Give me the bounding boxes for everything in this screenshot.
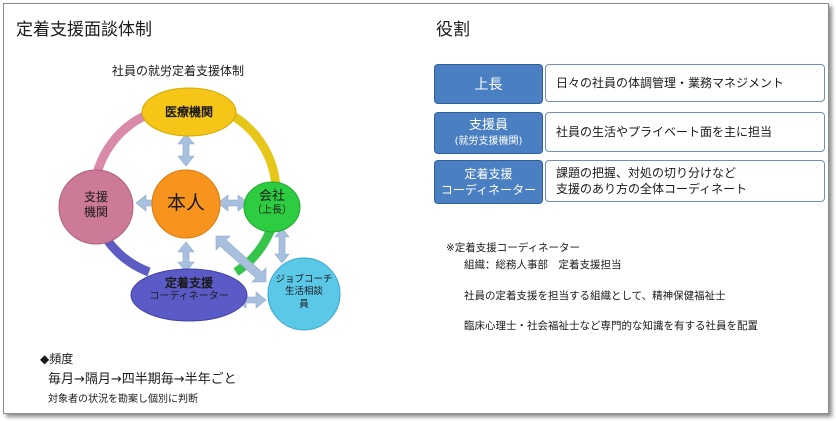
left-title: 定着支援面談体制 xyxy=(16,20,152,40)
node-company xyxy=(243,181,301,233)
diagram-caption: 社員の就労定着支援体制 xyxy=(112,64,245,78)
node-support-org xyxy=(58,169,134,245)
role-desc-coordinator-line1: 課題の把握、対処の切り分けなど xyxy=(556,165,737,180)
node-company-line1: 会社 xyxy=(258,189,285,204)
node-coordinator-line2: コーディネーター xyxy=(149,291,229,302)
role-label-supporter: 支援員 (就労支援機関) xyxy=(434,112,543,154)
role-desc-coordinator-line2: 支援のあり方の全体コーディネート xyxy=(556,182,748,196)
node-jobcoach xyxy=(267,257,341,331)
support-diagram xyxy=(58,87,341,331)
frequency-note: 対象者の状況を勘案し個別に判断 xyxy=(48,394,198,405)
node-medical xyxy=(141,87,237,137)
note-line1: ※定着支援コーディネーター xyxy=(446,242,581,254)
node-coordinator-label: 定着支援 コーディネーター xyxy=(132,276,246,304)
ring-arc-yellow xyxy=(223,107,281,190)
frequency-heading: ◆頻度 xyxy=(40,352,74,366)
role-label-supporter-line2: (就労支援機関) xyxy=(454,135,523,147)
role-label-coordinator-line2: コーディネーター xyxy=(440,183,537,197)
note-line2: 組織：総務人事部 定着支援担当 xyxy=(464,259,622,271)
node-medical-label: 医療機関 xyxy=(164,104,213,119)
note-line3: 社員の定着支援を担当する組織として、精神保健福祉士 xyxy=(464,290,726,302)
role-label-supporter-line1: 支援員 xyxy=(468,118,508,134)
role-desc-coordinator: 課題の把握、対処の切り分けなど 支援のあり方の全体コーディネート xyxy=(545,160,825,202)
role-desc-supporter: 社員の生活やプライベート面を主に担当 xyxy=(545,112,825,152)
frequency-value: 毎月→隔月→四半期毎→半年ごと xyxy=(48,372,237,387)
node-jobcoach-line3: 員 xyxy=(299,298,309,310)
role-label-boss-line1: 上長 xyxy=(474,77,503,93)
node-company-line2: （上長） xyxy=(252,205,292,217)
slide: 定着支援面談体制 役割 社員の就労定着支援体制 xyxy=(3,3,829,414)
role-desc-boss-line1: 日々の社員の体調管理・業務マネジメント xyxy=(556,75,785,90)
node-coordinator-line1: 定着支援 xyxy=(164,276,213,290)
node-support-org-line2: 機関 xyxy=(83,205,108,219)
node-coordinator xyxy=(130,268,248,322)
node-support-org-label: 支援 機関 xyxy=(64,190,128,220)
role-desc-supporter-line1: 社員の生活やプライベート面を主に担当 xyxy=(556,124,773,139)
right-title: 役割 xyxy=(436,20,470,40)
node-center-label: 本人 xyxy=(166,192,205,215)
node-jobcoach-label: ジョブコーチ 生活相談 員 xyxy=(270,274,338,311)
arrow-center-coordinator xyxy=(177,241,195,273)
role-label-coordinator: 定着支援 コーディネーター xyxy=(434,160,543,204)
arrow-center-jobcoach xyxy=(215,235,267,283)
role-label-coordinator-line1: 定着支援 xyxy=(464,166,513,181)
role-desc-boss: 日々の社員の体調管理・業務マネジメント xyxy=(545,64,825,102)
arrow-center-medical xyxy=(177,133,195,167)
node-center xyxy=(151,169,221,239)
node-jobcoach-line2: 生活相談 xyxy=(284,286,323,298)
role-label-boss: 上長 xyxy=(434,64,543,104)
node-company-label: 会社 （上長） xyxy=(242,189,302,218)
node-jobcoach-line1: ジョブコーチ xyxy=(275,274,333,285)
note-line4: 臨床心理士・社会福祉士など専門的な知識を有する社員を配置 xyxy=(464,320,758,332)
node-support-org-line1: 支援 xyxy=(83,190,108,204)
arrow-company-jobcoach xyxy=(274,227,290,264)
